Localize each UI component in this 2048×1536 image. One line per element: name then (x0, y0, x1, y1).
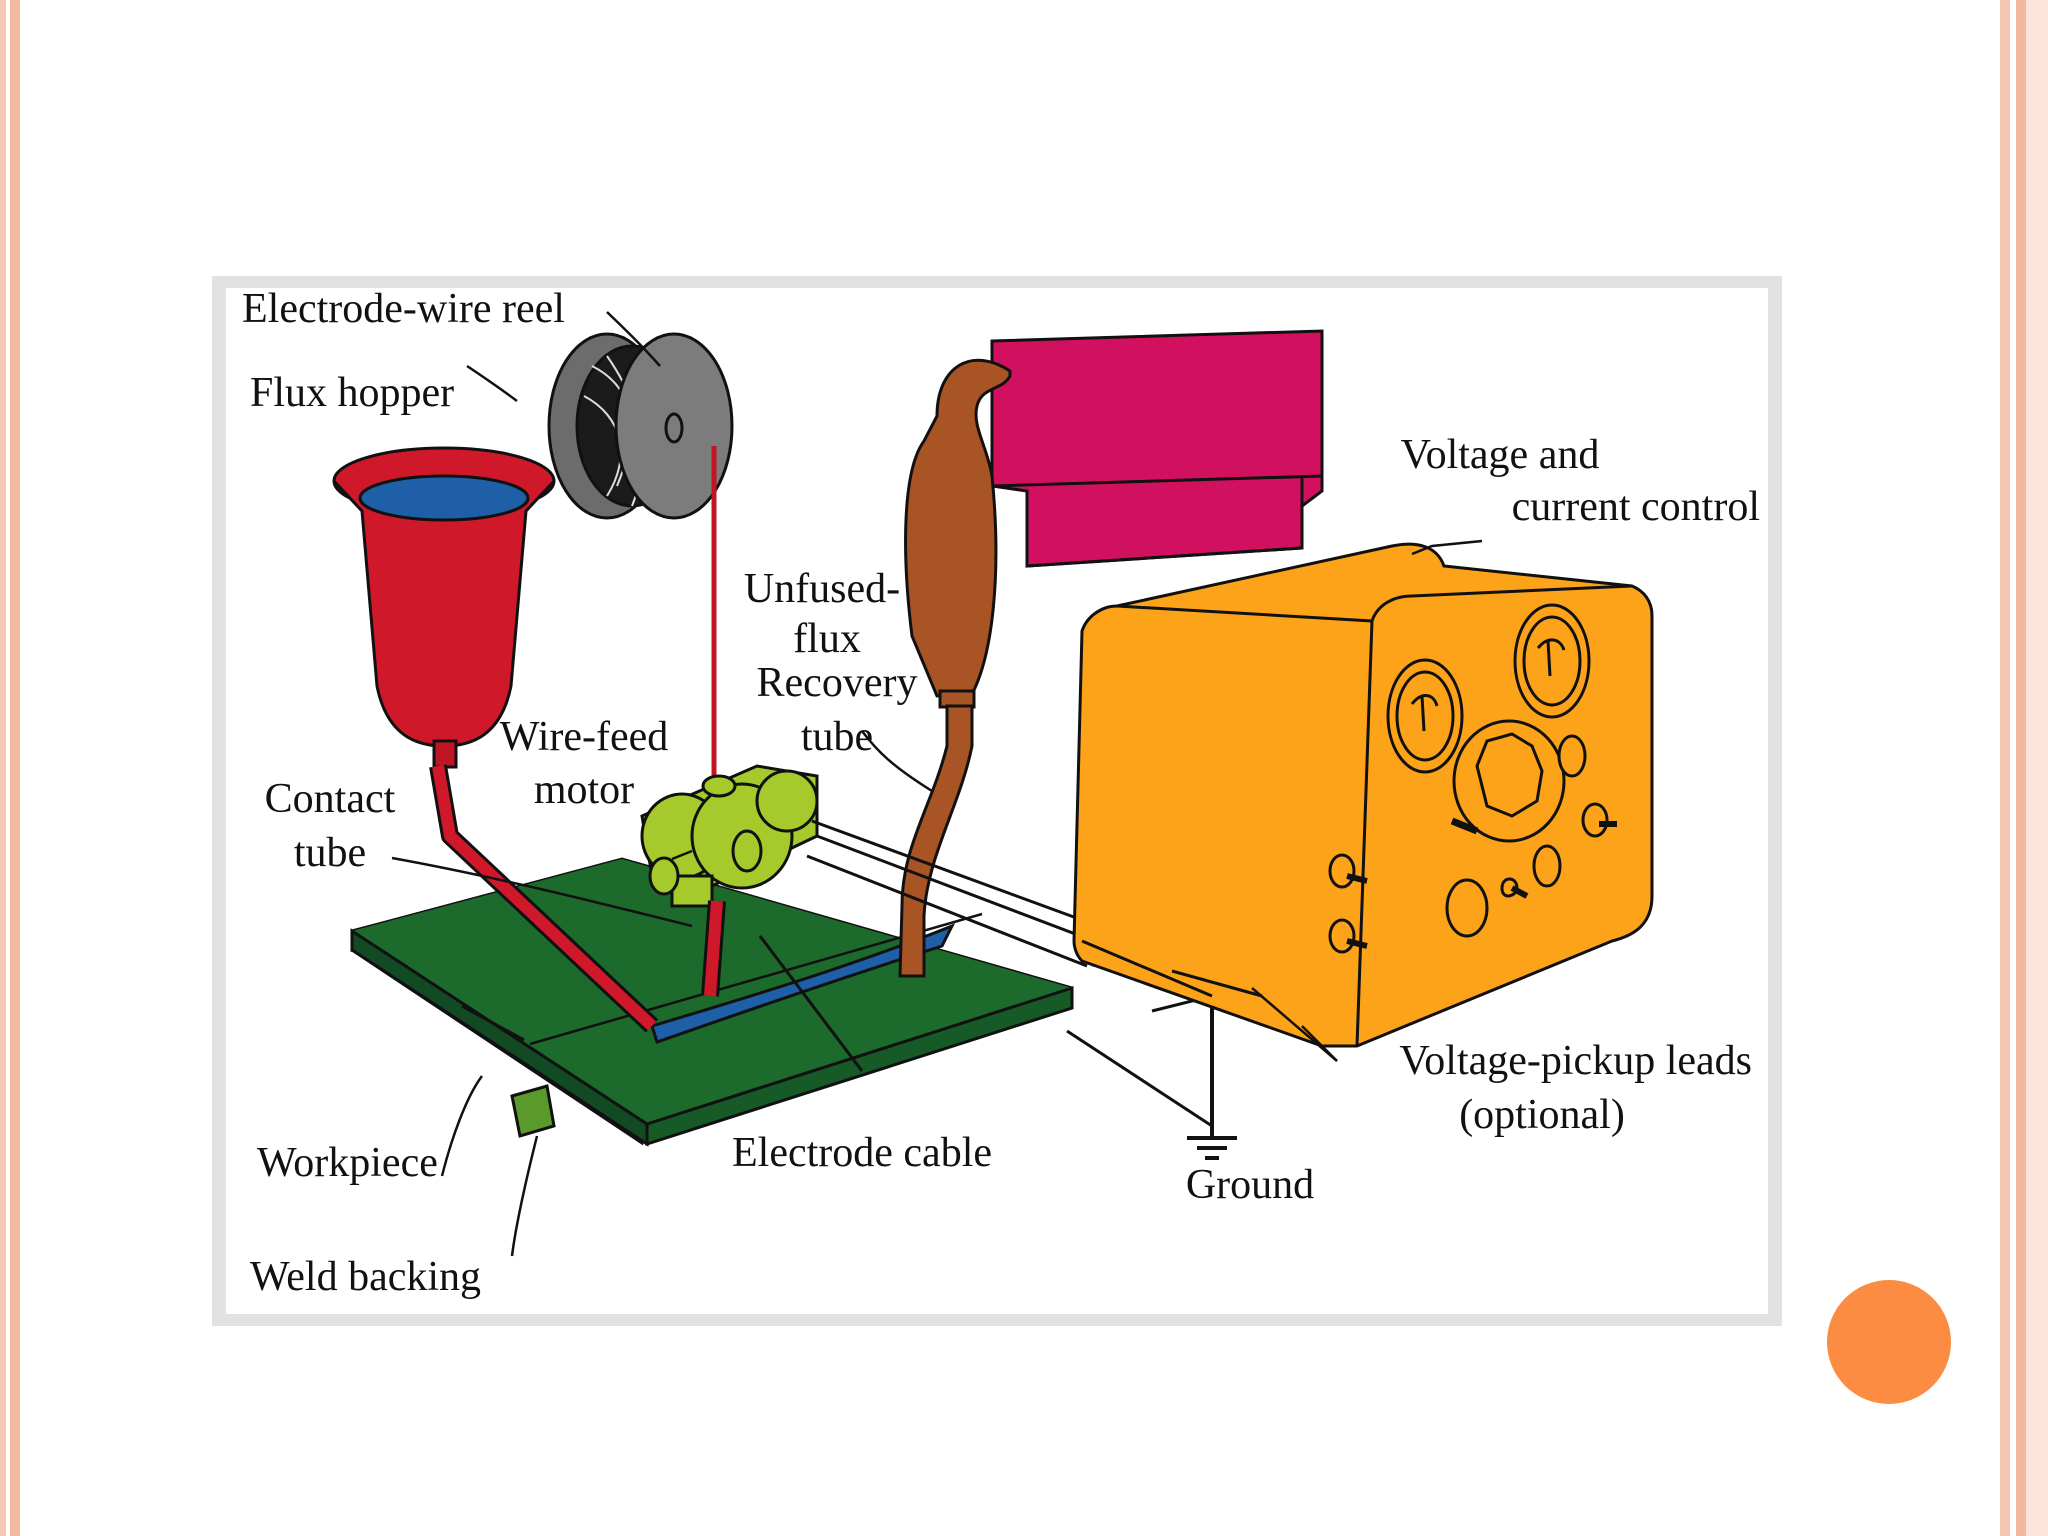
flux-bead (650, 923, 956, 1044)
submerged-arc-welding-diagram: Electrode-wire reel Flux hopper Voltage … (212, 276, 1782, 1326)
ground-symbol (1187, 1001, 1237, 1160)
wire-feed-motor (640, 764, 819, 908)
slide-right-border (1956, 0, 2048, 1536)
electrode-wire-reel (547, 332, 734, 520)
label-recovery-line2: tube (801, 714, 873, 760)
label-voltage-pickup-line2: (optional) (1459, 1092, 1625, 1138)
flux-recovery-box (990, 329, 1324, 568)
unfused-flux-recovery-tube (898, 358, 1012, 978)
label-unfused-line2: flux (793, 616, 861, 662)
label-contact-line1: Contact (265, 776, 396, 822)
label-voltage-pickup-line1: Voltage-pickup leads (1399, 1038, 1752, 1084)
label-wire-feed-line1: Wire-feed (500, 714, 669, 760)
label-voltage-current-line1: Voltage and (1401, 432, 1600, 478)
slide-accent-circle (1827, 1280, 1951, 1404)
label-wire-feed-line2: motor (534, 767, 634, 813)
flux-hopper (332, 446, 556, 769)
label-electrode-wire-reel: Electrode-wire reel (242, 286, 565, 332)
label-flux-hopper: Flux hopper (250, 370, 454, 416)
label-workpiece: Workpiece (257, 1140, 438, 1186)
label-unfused-line1: Unfused- (744, 566, 900, 612)
slide-left-border (0, 0, 22, 1536)
label-voltage-current-line2: current control (1512, 484, 1760, 530)
label-ground: Ground (1186, 1162, 1314, 1208)
leader-lines (391, 311, 1483, 1257)
label-contact-line2: tube (294, 830, 366, 876)
weld-backing (510, 1084, 556, 1138)
voltage-current-control-box (1072, 542, 1654, 1048)
label-weld-backing: Weld backing (250, 1254, 481, 1300)
label-recovery-line1: Recovery (757, 660, 918, 706)
voltage-pickup-leads (1081, 939, 1263, 998)
label-electrode-cable: Electrode cable (732, 1130, 992, 1176)
